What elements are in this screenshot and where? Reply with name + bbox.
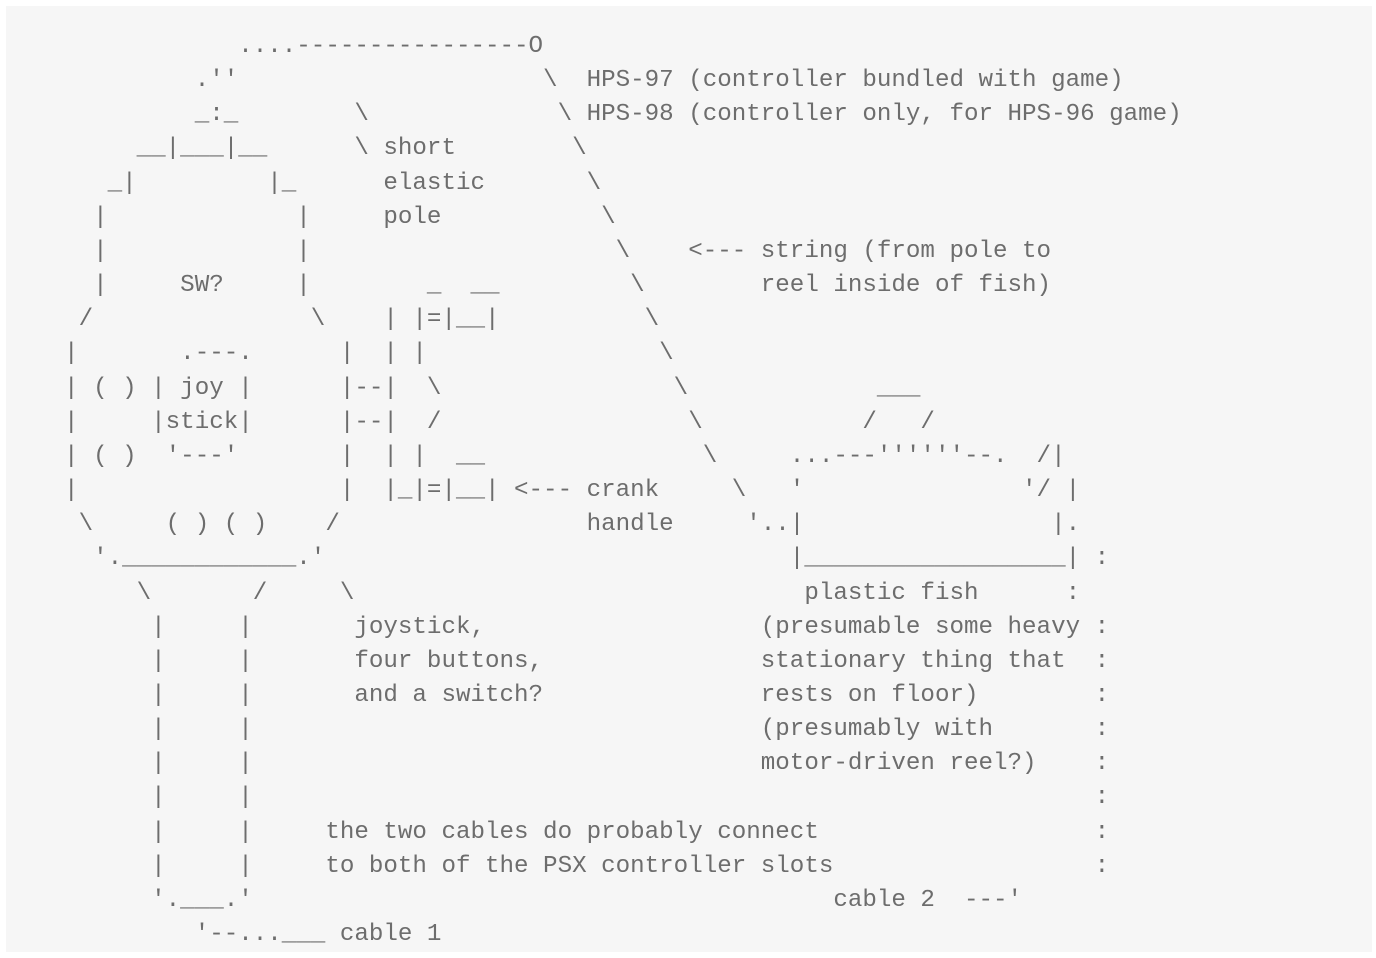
diagram-line: / \ | |=|__| \ [6,306,659,333]
diagram-line: \ / \ plastic fish : [6,580,1080,607]
diagram-line: | | : [6,784,1109,811]
diagram-line: | | motor-driven reel?) : [6,750,1109,777]
diagram-line: | | pole \ [6,204,616,231]
diagram-line: ....----------------O [6,33,543,60]
diagram-line: | ( ) | joy | |--| \ \ ___ [6,375,920,402]
diagram-line: | | four buttons, stationary thing that … [6,648,1109,675]
diagram-line: | | |_|=|__| <--- crank \ ' '/ | [6,477,1080,504]
diagram-line: | | joystick, (presumable some heavy : [6,614,1109,641]
diagram-line: .'' \ HPS-97 (controller bundled with ga… [6,67,1124,94]
diagram-line: | .---. | | | \ [6,340,674,367]
diagram-panel: ....----------------O .'' \ HPS-97 (cont… [6,6,1372,952]
diagram-line: | | the two cables do probably connect : [6,819,1109,846]
diagram-line: | SW? | _ __ \ reel inside of fish) [6,272,1051,299]
diagram-line: | |stick| |--| / \ / / [6,409,935,436]
diagram-line: '--...___ cable 1 [6,921,441,948]
diagram-line: \ ( ) ( ) / handle '..| |. [6,511,1080,538]
diagram-line: | | (presumably with : [6,716,1109,743]
diagram-line: '.___.' cable 2 ---' [6,887,1022,914]
diagram-line: | ( ) '---' | | | __ \ ...---''''''--. /… [6,443,1066,470]
diagram-line: | | to both of the PSX controller slots … [6,853,1109,880]
diagram-line: __|___|__ \ short \ [6,135,587,162]
diagram-line: _:_ \ \ HPS-98 (controller only, for HPS… [6,101,1182,128]
diagram-line: | | \ <--- string (from pole to [6,238,1051,265]
diagram-line: | | and a switch? rests on floor) : [6,682,1109,709]
diagram-line: _| |_ elastic \ [6,170,601,197]
diagram-line: '.____________.' |__________________| : [6,545,1109,572]
ascii-diagram: ....----------------O .'' \ HPS-97 (cont… [6,30,1182,952]
